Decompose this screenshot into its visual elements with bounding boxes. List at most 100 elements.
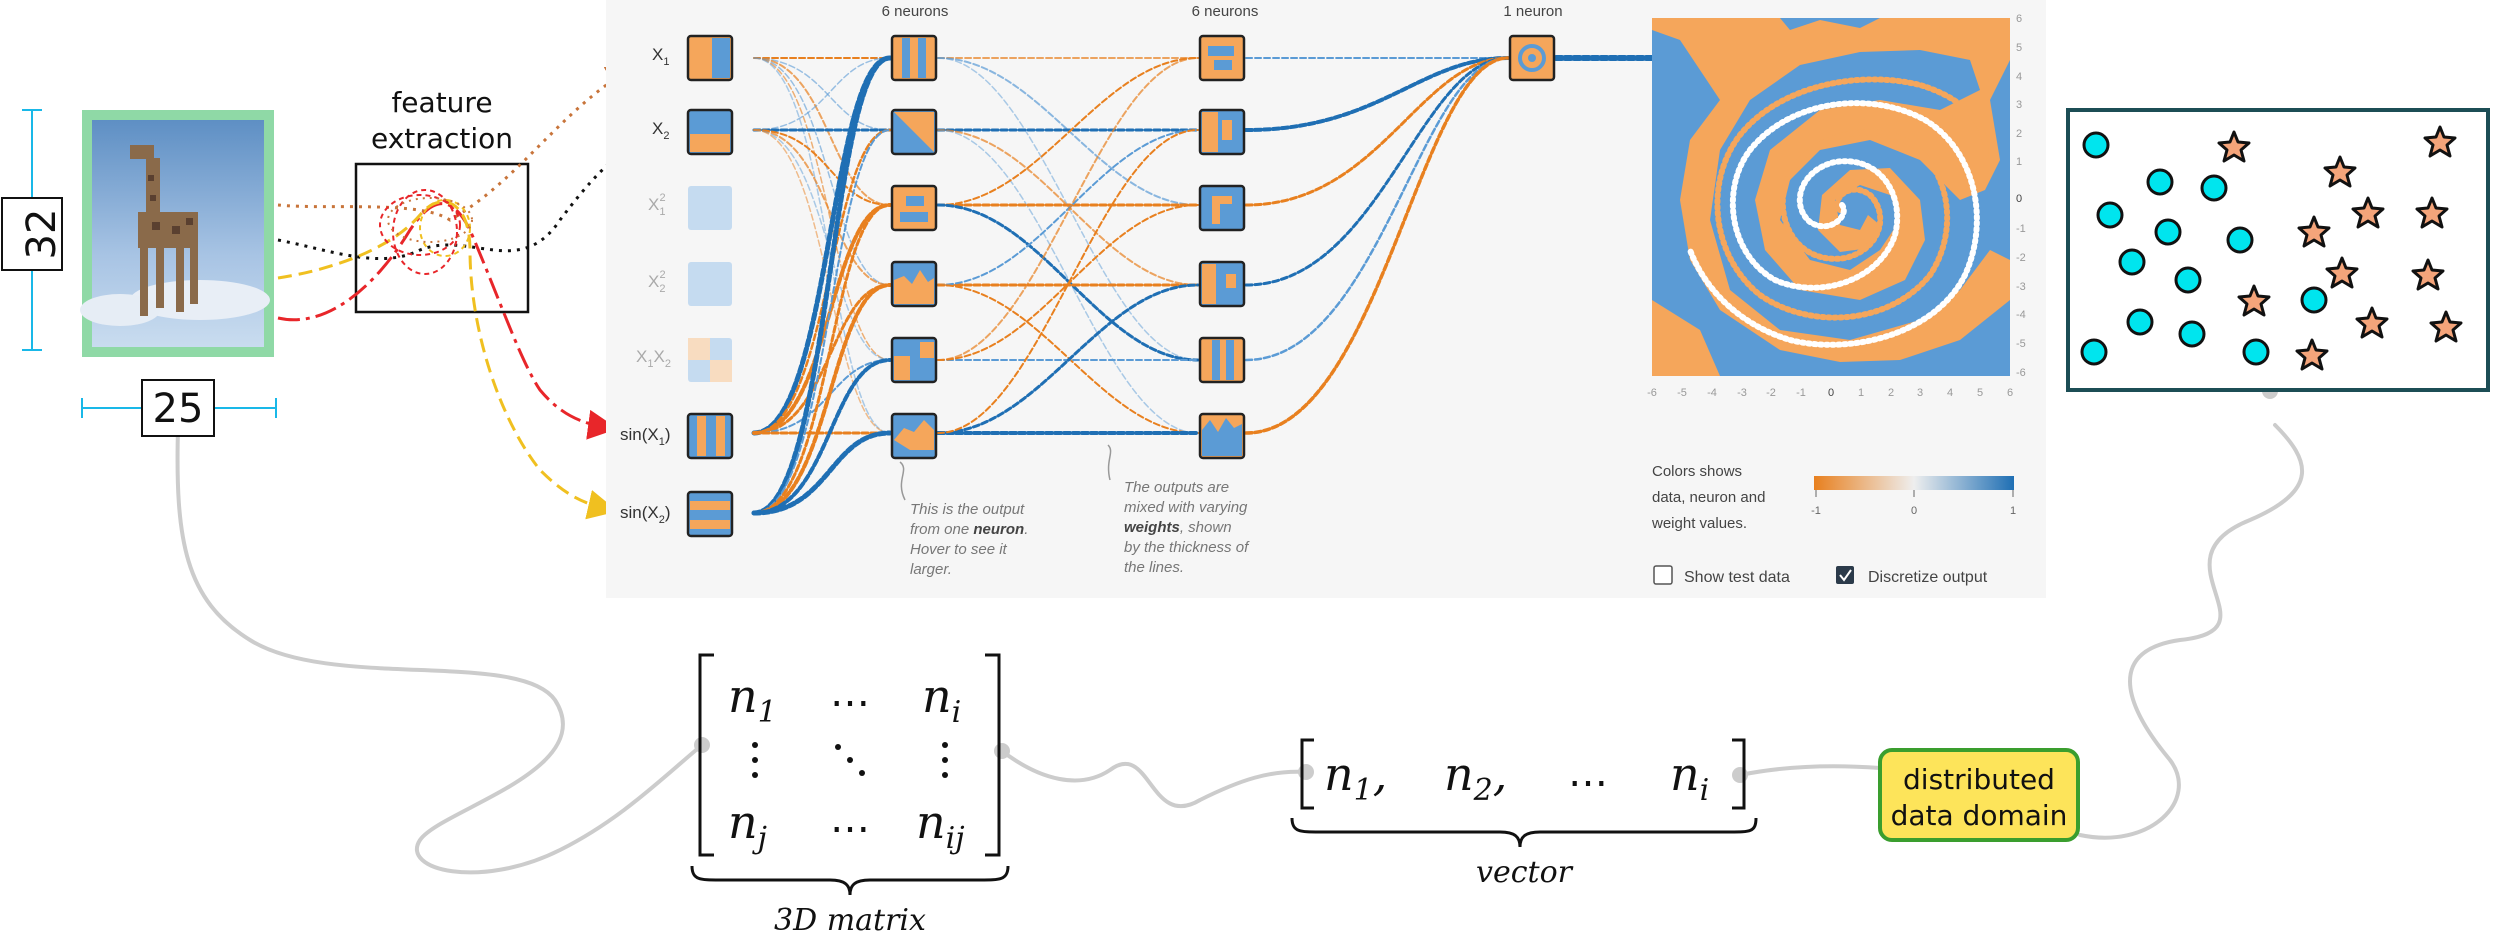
layer-header-1: 6 neurons [882,3,949,20]
width-label-box [141,379,215,437]
data-domain-line1: distributed [1903,763,2055,796]
circle-point [2154,218,2182,246]
input-label-sin-x2: sin(X2) [620,503,671,526]
scatter-stars [2217,125,2463,371]
discretize-output-checkbox[interactable] [1836,566,1854,584]
input-node-x2[interactable] [686,108,734,156]
svg-text:6: 6 [2007,387,2013,399]
neuron-1-4[interactable] [890,260,938,308]
matrix-vdots-left [752,742,758,778]
hidden-layer-2 [1198,34,1246,460]
svg-text:-4: -4 [1707,387,1717,399]
weight-lines [751,55,1658,516]
input-label-x2-squared: X22 [648,269,666,295]
height-label-box [1,197,63,271]
input-label-x1x2: X1X2 [636,347,671,370]
neuron-2-5[interactable] [1198,336,1246,384]
vector-dots: … [1568,750,1608,796]
hidden-layer-1 [890,34,938,460]
output-neuron[interactable] [1508,34,1556,82]
discretize-output-label[interactable]: Discretize output [1868,569,1988,586]
input-node-sin-x2[interactable] [686,490,734,538]
data-domain-box [1878,748,2080,842]
colors-text-2: data, neuron and [1652,489,1765,506]
note2-line3: weights, shown [1124,519,1232,536]
show-test-data-checkbox[interactable] [1653,565,1673,585]
neuron-2-4[interactable] [1198,260,1246,308]
layer-header-3: 1 neuron [1503,3,1562,20]
circle-point [2080,338,2108,366]
input-node-x1x2[interactable] [688,338,732,382]
star-point [2217,130,2251,163]
svg-text:-2: -2 [2016,252,2026,264]
svg-text:-1: -1 [1811,505,1821,517]
connector-dot [1732,767,1748,783]
star-point [2323,155,2357,188]
neuron-2-3[interactable] [1198,184,1246,232]
input-node-x2-squared[interactable] [688,262,732,306]
width-label: 25 [153,386,204,432]
input-label-x1: X1 [652,45,669,68]
note2-line4: by the thickness of [1124,539,1250,556]
neuron-1-3[interactable] [890,184,938,232]
svg-text:0: 0 [1828,387,1834,399]
matrix-ddots [835,744,865,776]
input-node-x1-squared[interactable] [688,186,732,230]
neuron-1-1[interactable] [890,34,938,82]
neuron-2-6[interactable] [1198,412,1246,460]
vector-ni: ni [1670,747,1709,808]
star-point [2351,196,2385,229]
matrix-nij: nij [916,795,965,856]
svg-text:-6: -6 [2016,367,2026,379]
neuron-1-5[interactable] [890,336,938,384]
circle-point [2096,201,2124,229]
note-pointer-2 [1107,444,1112,481]
svg-text:5: 5 [1977,387,1983,399]
matrix-nj: nj [728,795,767,856]
input-node-x1[interactable] [686,34,734,82]
colors-text-3: weight values. [1651,515,1747,532]
decision-boundary-plot [1652,18,2010,376]
circle-point [2174,266,2202,294]
svg-text:6: 6 [2016,13,2022,25]
color-scale-ticks: -1 0 1 [1811,490,2016,517]
neuron-1-2[interactable] [890,108,938,156]
input-node-sin-x1[interactable] [686,412,734,460]
show-test-data-label[interactable]: Show test data [1684,569,1790,586]
svg-text:4: 4 [1947,387,1953,399]
vector-brackets [1300,738,1746,810]
note1-line4: larger. [910,561,952,578]
neuron-1-6[interactable] [890,412,938,460]
scatter-circles [2080,131,2328,366]
neuron-2-1[interactable] [1198,34,1246,82]
vector-underbrace [1290,817,1758,848]
svg-text:5: 5 [2016,42,2022,54]
feature-extraction-label-1: feature [391,86,492,119]
svg-text:-1: -1 [2016,223,2026,235]
svg-text:-5: -5 [2016,338,2026,350]
svg-text:1: 1 [1858,387,1864,399]
neuron-2-2[interactable] [1198,108,1246,156]
circle-point [2118,248,2146,276]
svg-text:-3: -3 [1737,387,1747,399]
svg-text:3: 3 [2016,99,2022,111]
vector-n1: n1, [1324,747,1387,808]
svg-text:-5: -5 [1677,387,1687,399]
svg-text:-6: -6 [1647,387,1657,399]
star-point [2415,196,2449,229]
svg-text:0: 0 [2016,193,2022,205]
star-point [2411,258,2445,291]
circle-point [2178,320,2206,348]
layer-header-2: 6 neurons [1192,3,1259,20]
checkmark-icon [1839,569,1852,582]
note2-line1: The outputs are [1124,479,1229,496]
circle-point [2242,338,2270,366]
svg-text:2: 2 [1888,387,1894,399]
svg-text:2: 2 [2016,128,2022,140]
connector-matrix-to-vector [1000,749,1308,809]
note1-line2: from one neuron. [910,521,1028,538]
matrix-underbrace [690,865,1010,896]
connector-curves [175,423,2305,875]
note-pointer-1 [899,461,906,501]
connector-dot [1298,764,1314,780]
